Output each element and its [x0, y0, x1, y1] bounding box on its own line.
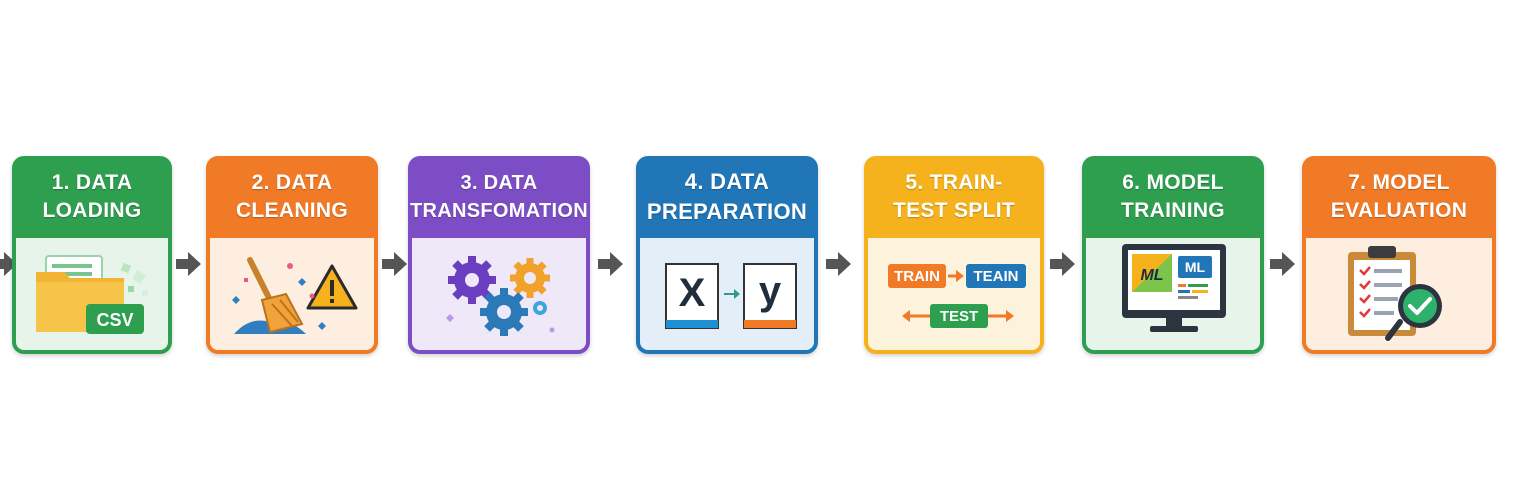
step-title-line1: 2. DATA — [251, 171, 333, 194]
step-card-model-training: 6. MODEL TRAINING ML ML — [1082, 156, 1264, 354]
arrow-icon — [822, 248, 854, 280]
y-label: y — [759, 269, 782, 313]
step-body: TRAIN TEAIN TEST — [868, 238, 1040, 350]
step-body: CSV — [16, 238, 168, 350]
step-body — [412, 238, 586, 350]
pipeline-diagram: 1. DATA LOADING CSV 2. DATA — [0, 156, 1496, 356]
step-title-line2: CLEANING — [235, 199, 349, 222]
step-title: 2. DATA CLEANING — [206, 156, 378, 238]
step-title-line2: TRAINING — [1121, 199, 1225, 222]
train-label: TRAIN — [894, 268, 940, 285]
csv-badge: CSV — [96, 310, 133, 330]
step-title: 1. DATA LOADING — [12, 156, 172, 238]
ml-label-1: ML — [1140, 267, 1163, 284]
step-title-line2: LOADING — [42, 199, 142, 222]
test-label: TEST — [940, 308, 978, 325]
step-card-data-preparation: 4. DATA PREPARATION X y — [636, 156, 818, 354]
step-body: ML ML — [1086, 238, 1260, 350]
step-title: 6. MODEL TRAINING — [1082, 156, 1264, 238]
arrow-icon — [1046, 248, 1078, 280]
step-title: 7. MODEL EVALUATION — [1302, 156, 1496, 238]
arrow-icon — [1266, 248, 1298, 280]
arrow-icon — [0, 248, 20, 280]
arrow-icon — [172, 248, 204, 280]
step-title: 3. DATA TRANSFOMATION — [408, 156, 590, 238]
arrow-icon — [594, 248, 626, 280]
step-title-line2: TEST SPLIT — [892, 199, 1015, 222]
ml-label-2: ML — [1185, 259, 1206, 275]
step-title-line1: 1. DATA — [51, 171, 133, 194]
step-title-line1: 3. DATA — [460, 172, 538, 194]
step-title: 4. DATA PREPARATION — [636, 156, 818, 238]
step-title-line1: 4. DATA — [684, 169, 770, 194]
train-label-2: TEAIN — [974, 268, 1019, 285]
step-title-line1: 6. MODEL — [1122, 171, 1224, 194]
arrow-icon — [378, 248, 410, 280]
step-card-data-loading: 1. DATA LOADING CSV — [12, 156, 172, 354]
step-title-line1: 5. TRAIN- — [905, 171, 1003, 194]
step-body — [210, 238, 374, 350]
step-body: X y — [640, 238, 814, 350]
folder-csv-icon: CSV — [36, 255, 148, 334]
step-title: 5. TRAIN- TEST SPLIT — [864, 156, 1044, 238]
gears-icon — [446, 256, 555, 336]
step-body — [1306, 238, 1492, 350]
step-title-line2: TRANSFOMATION — [410, 200, 588, 222]
x-to-y-icon: X y — [665, 263, 797, 329]
clipboard-check-icon — [1348, 246, 1442, 341]
x-label: X — [679, 271, 706, 315]
step-card-train-test-split: 5. TRAIN- TEST SPLIT TRAIN TEAIN TEST — [864, 156, 1044, 354]
step-title-line1: 7. MODEL — [1348, 171, 1450, 194]
step-title-line2: PREPARATION — [646, 199, 808, 224]
train-test-split-icon: TRAIN TEAIN TEST — [888, 264, 1026, 328]
monitor-ml-icon: ML ML — [1122, 244, 1226, 332]
step-title-line2: EVALUATION — [1330, 199, 1468, 222]
broom-warning-icon — [232, 257, 358, 334]
step-card-model-evaluation: 7. MODEL EVALUATION — [1302, 156, 1496, 354]
step-card-data-transformation: 3. DATA TRANSFOMATION — [408, 156, 590, 354]
step-card-data-cleaning: 2. DATA CLEANING — [206, 156, 378, 354]
